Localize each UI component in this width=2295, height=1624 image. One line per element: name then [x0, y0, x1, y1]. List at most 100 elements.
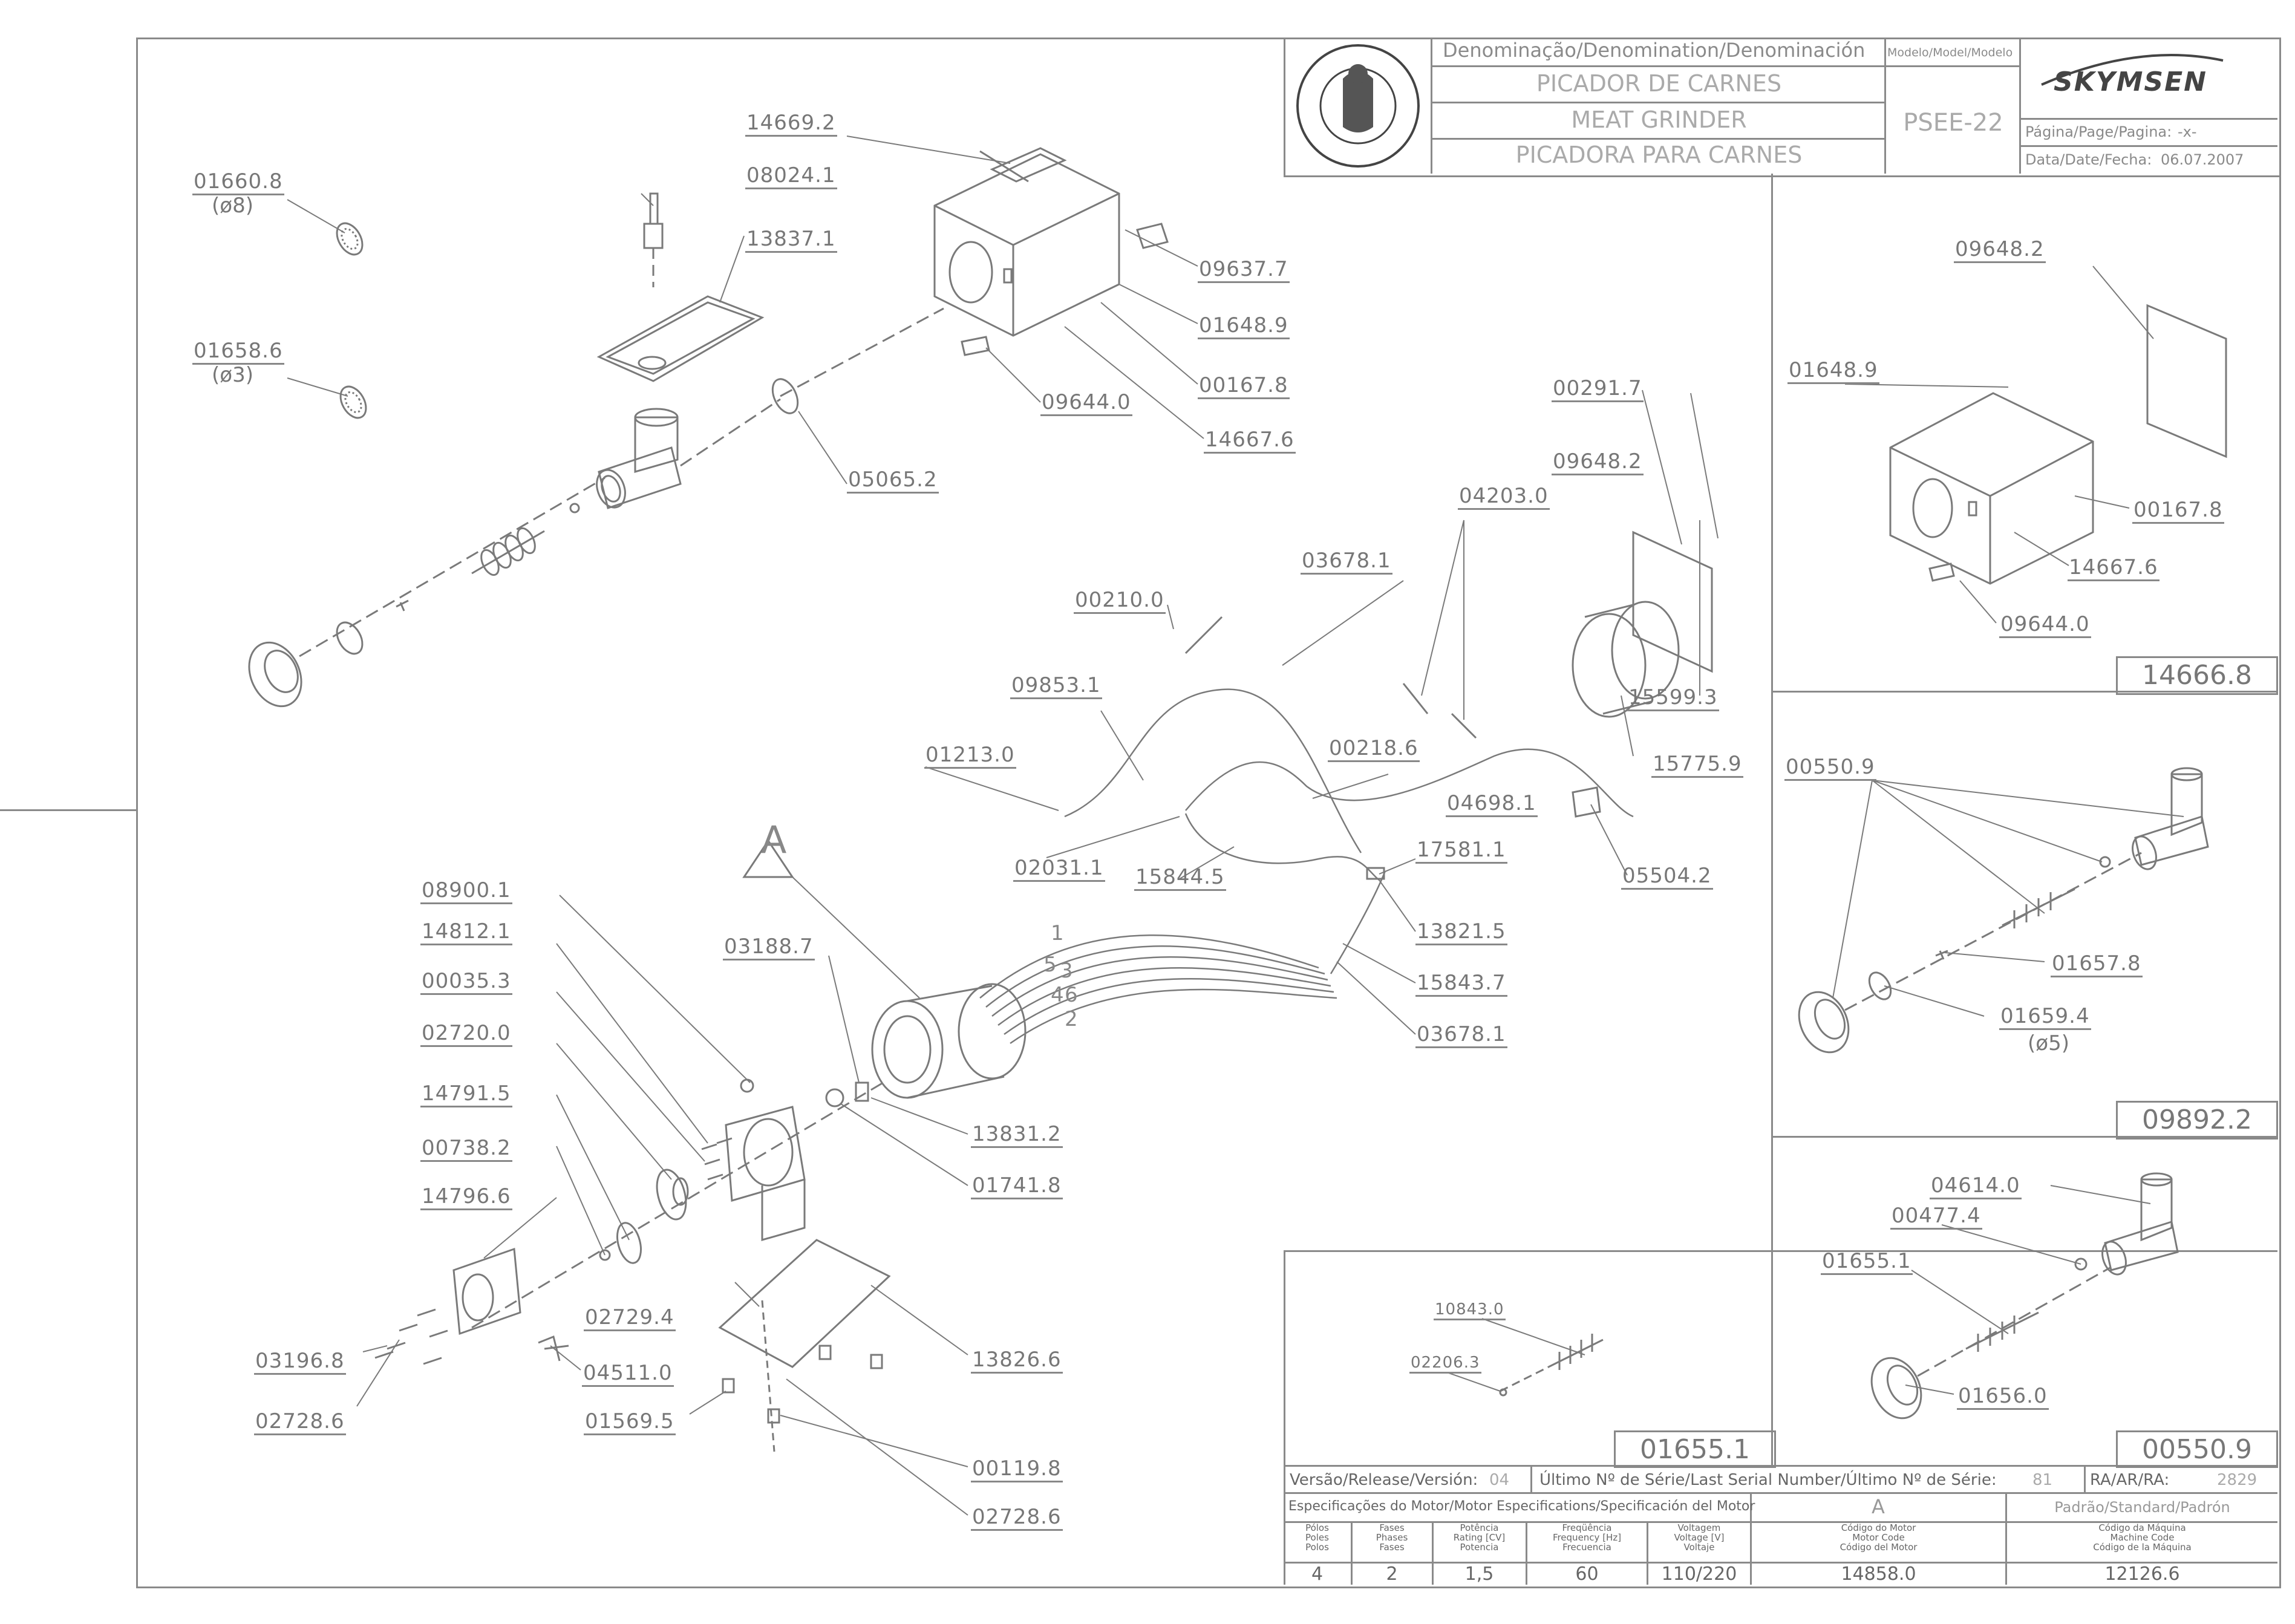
part-diameter: (ø5): [2028, 1031, 2069, 1055]
part-label: 01648.9: [1198, 313, 1290, 339]
brand-logo: SKYMSEN: [2054, 67, 2208, 97]
name-spanish: PICADORA PARA CARNES: [1515, 142, 1803, 168]
part-label: 13831.2: [971, 1122, 1063, 1148]
screws-00035: [701, 1137, 733, 1181]
part-label: 04614.0: [1930, 1173, 2022, 1199]
motor-wires: [979, 934, 1337, 1045]
worm-screw: [471, 527, 545, 576]
ties-04203: [1402, 683, 1477, 739]
part-label: 14791.5: [420, 1081, 512, 1107]
part-diameter: (ø8): [212, 194, 253, 218]
bushing-04511: [538, 1335, 569, 1361]
assembly-number: 01655.1: [1614, 1430, 1776, 1468]
page-value: -x-: [2178, 123, 2197, 140]
part-label: 05504.2: [1621, 864, 1713, 890]
part-label: 00291.7: [1552, 376, 1644, 402]
assembly-number: 00550.9: [2116, 1430, 2278, 1468]
part-label: 15844.5: [1134, 865, 1226, 891]
spec-label: Pólos Poles Polos: [1305, 1522, 1329, 1553]
part-label: 15775.9: [1651, 752, 1743, 778]
spec-label: Potência Rating [CV] Potencia: [1453, 1522, 1506, 1553]
leader-lines: [287, 135, 2184, 1516]
part-label: 09648.2: [1552, 449, 1644, 475]
part-label: 01741.8: [971, 1173, 1063, 1199]
part-label: 04698.1: [1446, 791, 1538, 817]
part-label: 02728.6: [971, 1505, 1063, 1531]
part-label: 00167.8: [2132, 498, 2224, 524]
food-pusher: [643, 192, 664, 287]
part-label: 15843.7: [1415, 971, 1507, 997]
part-label: 08024.1: [745, 163, 837, 189]
model-value: PSEE-22: [1903, 109, 2003, 137]
label-09637: [1136, 223, 1169, 249]
standard-header: Padrão/Standard/Padrón: [2054, 1499, 2230, 1516]
spec-label: Voltagem Voltage [V] Voltaje: [1674, 1522, 1725, 1553]
grinder-head: [596, 408, 682, 509]
assembly-number: 14666.8: [2116, 656, 2278, 695]
part-label: 01655.1: [1821, 1249, 1913, 1275]
spec-label: Código do Motor Motor Code Código del Mo…: [1840, 1522, 1918, 1553]
grinding-plate-3mm: [339, 385, 367, 419]
part-label: 09644.0: [1040, 390, 1132, 416]
detail-housing-cover: [1889, 304, 2227, 585]
date-value: 06.07.2007: [2161, 151, 2244, 168]
part-label: 01656.0: [1957, 1384, 2049, 1410]
part-label: 02031.1: [1013, 856, 1105, 882]
ra-label: RA/AR/RA:: [2090, 1471, 2170, 1489]
gear-01741: [825, 1088, 844, 1107]
gear-00738: [616, 1222, 642, 1264]
part-label: 01659.4: [1999, 1004, 2091, 1030]
washer-05065: [771, 378, 799, 414]
part-label: 04511.0: [582, 1361, 674, 1387]
part-label: 02728.6: [254, 1409, 346, 1435]
part-label: 01213.0: [924, 743, 1016, 769]
wire-label: 5: [1043, 953, 1057, 977]
spec-label: Freqüência Frequency [Hz] Frecuencia: [1552, 1522, 1622, 1553]
spec-value: 14858.0: [1841, 1564, 1916, 1585]
part-label: 01569.5: [584, 1409, 676, 1435]
part-label: 13837.1: [745, 227, 837, 253]
part-diameter: (ø3): [212, 363, 253, 387]
motor-a: [871, 983, 1027, 1099]
part-label: 14667.6: [1204, 428, 1296, 454]
ring: [569, 503, 580, 514]
spec-value: 2: [1386, 1564, 1398, 1585]
cable-tie: [1184, 616, 1223, 654]
part-label: 00035.3: [420, 969, 512, 995]
part-label: 09853.1: [1010, 673, 1102, 699]
denomination-header: Denominação/Denomination/Denominación: [1443, 39, 1866, 62]
part-label: 13821.5: [1415, 919, 1507, 945]
wire-harness: [1064, 688, 1634, 974]
part-label: 08900.1: [420, 878, 512, 904]
part-label: 09644.0: [1999, 612, 2091, 638]
part-label: 14796.6: [420, 1184, 512, 1210]
detail-worm-assembly: [1798, 767, 2209, 1054]
connector-17581: [1366, 867, 1385, 880]
ring-nut: [248, 641, 302, 708]
part-label: 03196.8: [254, 1349, 346, 1375]
part-label: 02206.3: [1409, 1354, 1481, 1374]
date-label: Data/Date/Fecha:: [2025, 151, 2152, 168]
detail-worm-screw: [1499, 1334, 1604, 1397]
spec-value: 60: [1575, 1564, 1599, 1585]
gearbox: [725, 1078, 806, 1241]
part-label: 14667.6: [2068, 555, 2160, 581]
part-label: 00218.6: [1328, 736, 1420, 762]
part-label: 14812.1: [420, 919, 512, 945]
part-label: 00210.0: [1074, 588, 1166, 614]
cross-knife: [396, 599, 409, 611]
part-label: 09648.2: [1954, 237, 2046, 263]
fan-15599: [1572, 601, 1680, 718]
rubber-feet: [722, 1345, 883, 1424]
assembly-number: 09892.2: [2116, 1101, 2278, 1140]
part-label: 05065.2: [847, 468, 939, 494]
spec-value: 4: [1311, 1564, 1324, 1585]
motor-marker-triangle: [742, 839, 794, 878]
motor-spec-marker: A: [1872, 1495, 1885, 1518]
part-label: 00550.9: [1784, 755, 1876, 781]
gear-02720: [656, 1169, 689, 1221]
part-label: 02720.0: [420, 1021, 512, 1047]
model-header: Modelo/Model/Modelo: [1887, 46, 2013, 59]
part-label: 14669.2: [745, 111, 837, 137]
